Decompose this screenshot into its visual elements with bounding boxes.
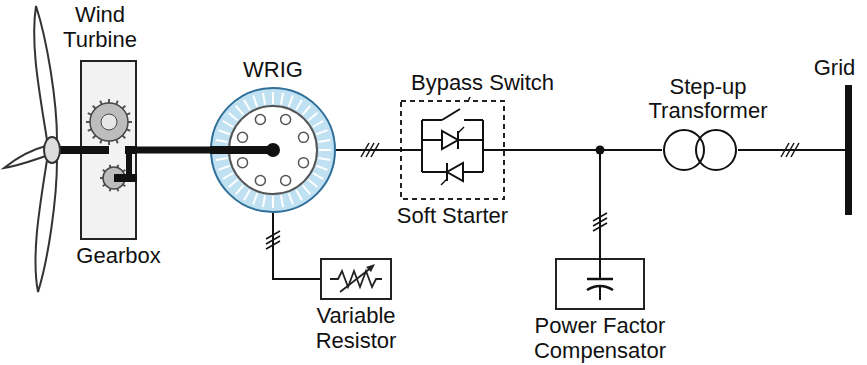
node-label: Gearbox	[76, 244, 160, 269]
generator-circle: WRIG	[210, 87, 336, 213]
node-label: Power Factor Compensator	[515, 314, 685, 363]
capacitor-box-outline	[555, 258, 645, 310]
soft-starter-box: Bypass SwitchSoft Starter	[400, 100, 505, 200]
node-label: Variable Resistor	[296, 304, 416, 353]
resistor-box: Variable Resistor	[320, 258, 392, 300]
connector-line	[137, 147, 210, 154]
part-label: Wind Turbine	[45, 3, 155, 52]
gearbox-outline	[80, 60, 137, 240]
grid-bus-outline	[845, 85, 852, 215]
resistor-box-outline	[320, 258, 392, 300]
connector-line	[336, 149, 400, 151]
connector-line	[273, 213, 320, 279]
node-label: Bypass Switch	[411, 71, 554, 96]
soft-starter-box-outline	[400, 100, 505, 200]
generator-circle-outline	[210, 87, 336, 213]
turbine-blade	[4, 146, 46, 168]
node-label: Grid	[814, 56, 856, 81]
grid-bus: Grid	[845, 85, 852, 215]
transformer-symbol-outline	[662, 128, 738, 172]
shaft-connector	[137, 150, 210, 151]
wire-connector	[738, 150, 845, 151]
node-label: WRIG	[243, 58, 303, 83]
connector-line	[738, 149, 845, 151]
turbine-blade	[35, 160, 57, 292]
connector-line	[505, 150, 600, 258]
gearbox: Gearbox	[80, 60, 137, 240]
wire-connector	[273, 213, 320, 279]
wire-connector	[505, 150, 600, 258]
node-label: Step-up Transformer	[643, 75, 773, 124]
transformer-symbol: Step-up Transformer	[662, 128, 738, 172]
wire-connector	[336, 150, 400, 151]
capacitor-box: Power Factor Compensator	[555, 258, 645, 310]
node-label: Soft Starter	[397, 204, 508, 229]
turbine-hub	[44, 137, 60, 163]
turbine-blade	[34, 6, 57, 140]
three-phase-ticks	[266, 143, 799, 249]
